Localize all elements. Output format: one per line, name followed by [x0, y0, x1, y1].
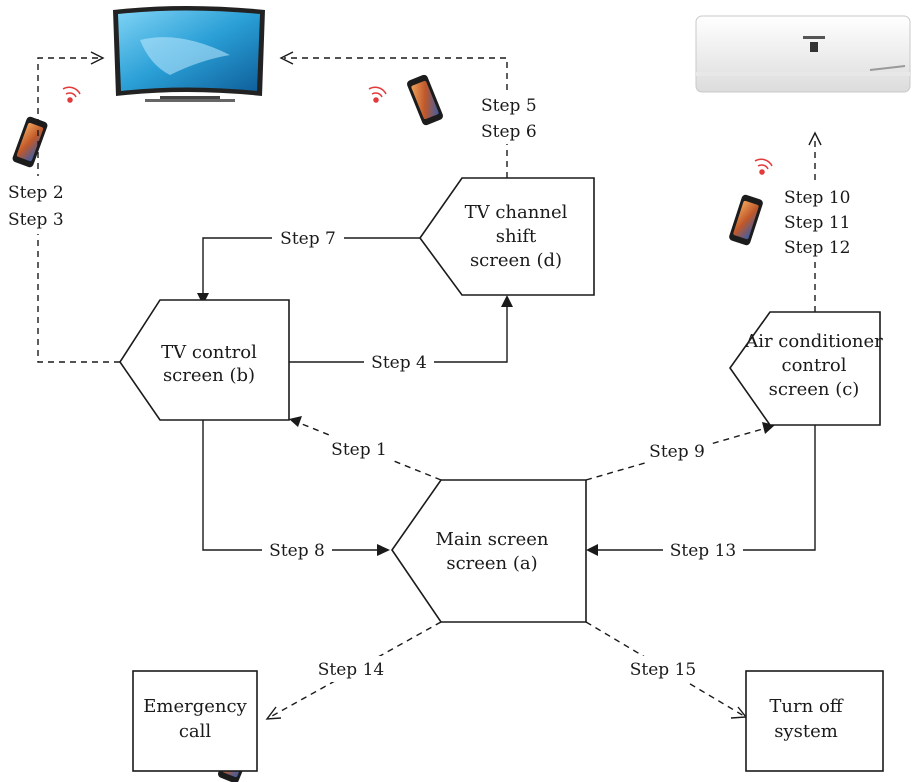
tv-channel-shift-label-line-1: TV channel: [465, 202, 568, 223]
wireless-signal-icon: [368, 86, 387, 103]
step-14-label: Step 14: [318, 660, 384, 680]
step-12-label: Step 12: [784, 238, 850, 258]
label-backdrop: [314, 656, 388, 682]
label-backdrop: [478, 90, 540, 144]
main-screen-node: [391, 479, 587, 623]
step-7-label: Step 7: [280, 229, 336, 249]
smartphone-icon: [729, 194, 763, 246]
air-conditioner-icon: [695, 15, 911, 93]
arrowhead: [501, 295, 513, 307]
tv-channel-shift-label-line-3: screen (d): [470, 250, 562, 271]
main-screen-label-line-1: Main screen: [435, 529, 548, 550]
arrowhead: [808, 131, 822, 146]
label-backdrop: [646, 438, 708, 464]
smartphone-icon: [12, 116, 48, 168]
arrowhead: [377, 544, 390, 556]
step-13-label: Step 13: [670, 541, 736, 561]
tv-channel-shift-screen-node: [419, 177, 595, 296]
step-5-label: Step 5: [481, 96, 537, 116]
turn-off-system-label-line-2: system: [774, 721, 838, 742]
step-11-label: Step 11: [784, 213, 850, 233]
label-backdrop: [327, 436, 391, 462]
step-1-label: Step 1: [331, 440, 387, 460]
connector-step-5-6: [284, 57, 508, 178]
arrowhead: [586, 544, 598, 556]
label-backdrop: [272, 226, 344, 250]
tv-control-screen-label-line-2: screen (b): [163, 365, 255, 386]
step-4-label: Step 4: [371, 353, 427, 373]
emergency-call-label-line-1: Emergency: [143, 696, 247, 717]
arrowhead: [90, 51, 105, 65]
arrowhead: [279, 51, 294, 65]
label-backdrop: [262, 538, 332, 562]
connector-step-4: [289, 301, 508, 363]
arrowhead: [197, 293, 209, 305]
label-backdrop: [364, 350, 434, 374]
step-8-label: Step 8: [269, 541, 325, 561]
turn-off-system-node: [745, 670, 884, 772]
connector-step-7: [202, 237, 420, 298]
air-conditioner-control-label-line-2: control: [782, 355, 847, 376]
tv-channel-shift-label-line-2: shift: [496, 226, 537, 247]
label-backdrop: [663, 538, 743, 562]
label-backdrop: [780, 182, 856, 262]
step-10-label: Step 10: [784, 188, 850, 208]
turn-off-system-label-line-1: Turn off: [769, 696, 843, 717]
smartphone-icon: [407, 74, 443, 126]
tv-control-screen-node: [119, 299, 290, 421]
air-conditioner-control-label-line-1: Air conditioner: [744, 331, 883, 352]
emergency-call-node: [132, 670, 258, 772]
label-backdrop: [624, 656, 702, 682]
tv-control-screen-label-line-1: TV control: [161, 342, 257, 363]
tv-icon: [113, 6, 265, 102]
label-backdrop: [4, 176, 70, 234]
wireless-signal-icon: [754, 158, 773, 175]
air-conditioner-control-label-line-3: screen (c): [769, 379, 860, 400]
arrowhead: [289, 416, 302, 427]
main-screen-label-line-2: screen (a): [446, 553, 537, 574]
step-15-label: Step 15: [630, 660, 696, 680]
emergency-call-label-line-2: call: [179, 721, 212, 742]
wireless-signal-icon: [62, 86, 81, 103]
step-6-label: Step 6: [481, 122, 537, 142]
step-9-label: Step 9: [649, 442, 705, 462]
step-3-label: Step 3: [8, 210, 64, 230]
air-conditioner-control-screen-node: [729, 311, 881, 426]
step-2-label: Step 2: [8, 183, 64, 203]
arrowhead: [265, 706, 282, 720]
